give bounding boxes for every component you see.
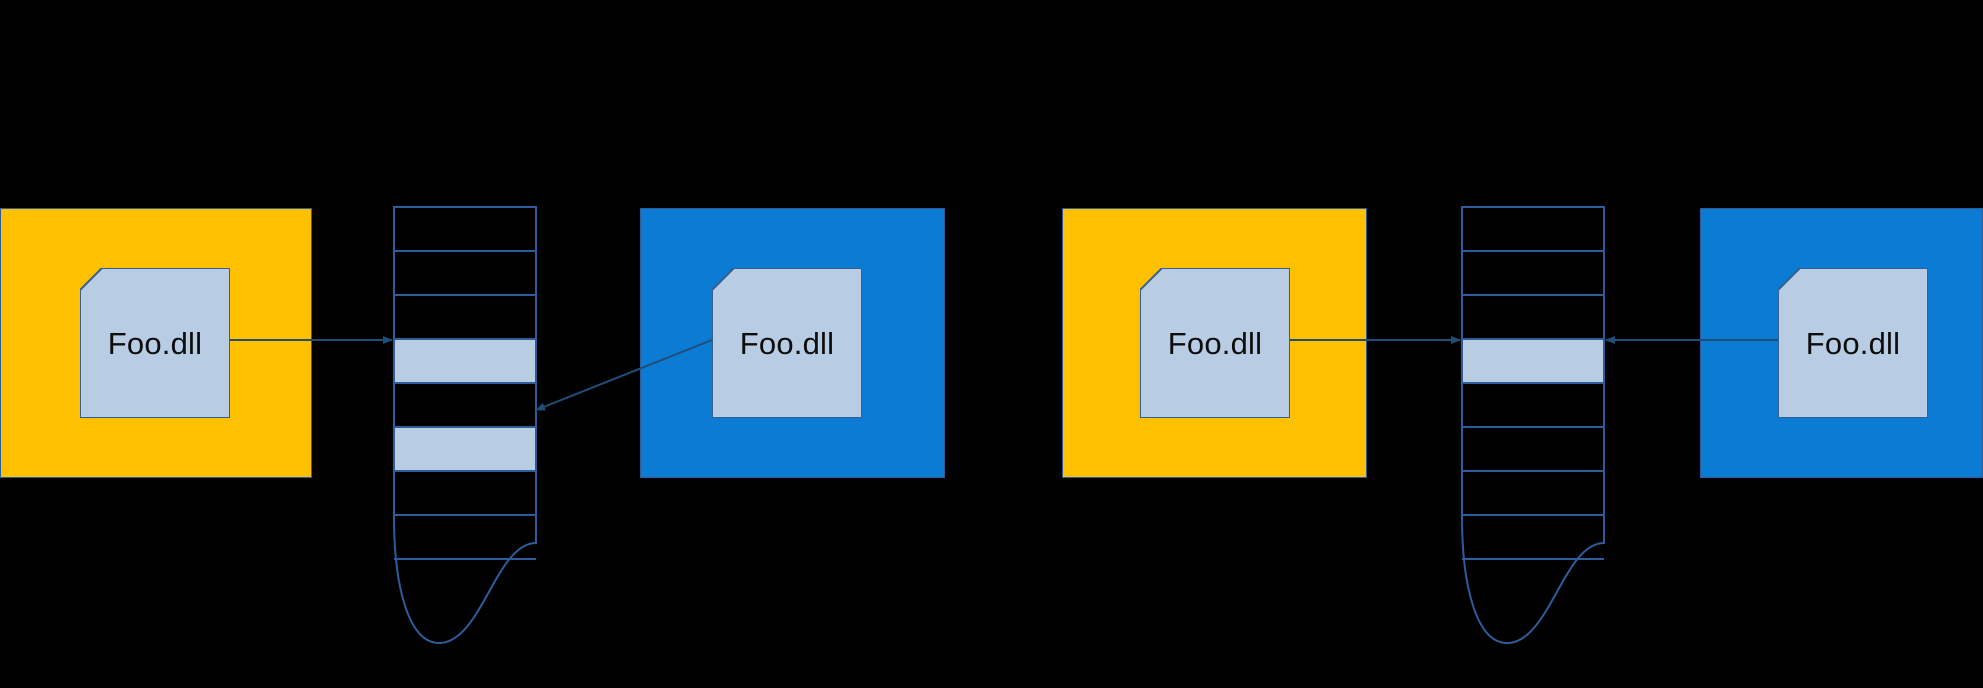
dll-document-icon: Foo.dll	[1140, 268, 1290, 418]
dll-document-label: Foo.dll	[1805, 325, 1901, 361]
dll-document-glyph	[80, 268, 230, 418]
memory-cell-loaded	[1462, 339, 1604, 383]
dll-document-glyph	[712, 268, 862, 418]
memory-cell-loaded	[394, 427, 536, 471]
memory-cell-loaded	[394, 339, 536, 383]
dll-document-icon: Foo.dll	[712, 268, 862, 418]
dll-document-icon: Foo.dll	[80, 268, 230, 418]
dll-document-glyph	[1778, 268, 1928, 418]
physical-memory-column-right	[1460, 205, 1606, 657]
dll-document-label: Foo.dll	[739, 325, 835, 361]
dll-document-icon: Foo.dll	[1778, 268, 1928, 418]
dll-document-label: Foo.dll	[107, 325, 203, 361]
dll-document-label: Foo.dll	[1167, 325, 1263, 361]
memory-column-outline	[1461, 206, 1605, 645]
memory-column-outline	[393, 206, 537, 645]
physical-memory-column-left	[392, 205, 538, 657]
dll-document-glyph	[1140, 268, 1290, 418]
